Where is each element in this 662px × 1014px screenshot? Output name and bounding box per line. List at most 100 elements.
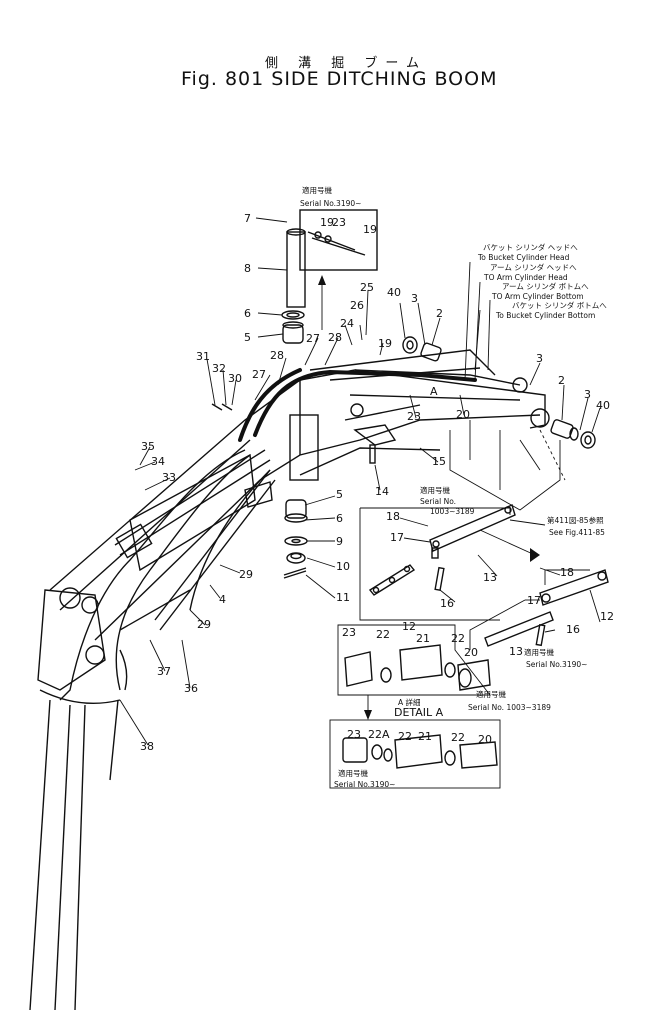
part-label-27: 27 bbox=[252, 368, 266, 381]
part-label-22-detail: 22 bbox=[376, 628, 390, 641]
part-label-22a-bottom: 22A bbox=[368, 728, 390, 741]
part-label-35: 34 bbox=[151, 455, 165, 468]
top-serial-jp: 適用号機 bbox=[302, 185, 332, 195]
bottom-serial-jp: 適用号機 bbox=[338, 768, 368, 778]
mid-serial: Serial No. bbox=[420, 497, 456, 506]
to-bucket-bottom-jp: バケット シリンダ ボトムへ bbox=[512, 300, 607, 310]
part-label-40b: 40 bbox=[596, 399, 610, 412]
part-label-28: 28 bbox=[270, 349, 284, 362]
mid-serial-jp: 適用号機 bbox=[420, 485, 450, 495]
part-label-15: 15 bbox=[432, 455, 446, 468]
annotations: 適用号機 Serial No.3190~ バケット シリンダ ヘッドへ To B… bbox=[300, 185, 607, 789]
part-label-13b: 13 bbox=[509, 645, 523, 658]
part-label-28b: 28 bbox=[328, 331, 342, 344]
part-label-23-inset: 23 bbox=[332, 216, 346, 229]
part-label-7: 7 bbox=[244, 212, 251, 225]
part-label-9: 9 bbox=[336, 535, 343, 548]
detail-serial-jp: 適用号機 bbox=[476, 689, 506, 699]
part-label-5b: 5 bbox=[336, 488, 343, 501]
leader-lines bbox=[119, 217, 601, 746]
boom-drawing bbox=[29, 349, 566, 1011]
detail-bottom-box bbox=[329, 695, 501, 789]
part-label-23-bottom: 23 bbox=[347, 728, 361, 741]
part-label-25: 25 bbox=[360, 281, 374, 294]
part-label-3c: 3 bbox=[584, 388, 591, 401]
to-bucket-bottom: To Bucket Cylinder Bottom bbox=[495, 311, 595, 320]
arm-links-mid bbox=[359, 504, 516, 621]
part-label-38: 37 bbox=[157, 665, 171, 678]
part-label-26: 26 bbox=[350, 299, 364, 312]
part-label-16: 16 bbox=[440, 597, 454, 610]
title-japanese: 側 溝 掘 ブーム bbox=[265, 56, 428, 71]
part-label-10: 10 bbox=[336, 560, 350, 573]
part-label-22-bottom: 22 bbox=[398, 730, 412, 743]
part-label-12b: 12 bbox=[600, 610, 614, 623]
part-label-17: 17 bbox=[390, 531, 404, 544]
part-label-31: 30 bbox=[228, 372, 242, 385]
arm-links-right bbox=[469, 529, 609, 650]
part-label-37: 36 bbox=[184, 682, 198, 695]
detail-a-jp: A 詳細 bbox=[398, 697, 421, 707]
part-label-20-detail: 20 bbox=[464, 646, 478, 659]
right-serial-jp: 適用号機 bbox=[524, 647, 554, 657]
part-label-3b: 3 bbox=[536, 352, 543, 365]
part-label-33: 32 bbox=[212, 362, 226, 375]
part-label-3: 3 bbox=[411, 292, 418, 305]
part-label-22b-detail: 22 bbox=[451, 632, 465, 645]
to-arm-bottom-jp: アーム シリンダ ボトムへ bbox=[502, 281, 589, 291]
part-label-39: 38 bbox=[140, 740, 154, 753]
part-label-24: 24 bbox=[340, 317, 354, 330]
part-label-23-detail: 23 bbox=[342, 626, 356, 639]
right-pins bbox=[402, 336, 596, 449]
section-marker-a: A bbox=[430, 385, 438, 398]
part-labels: 7 8 6 5 31 32 30 27 28 27 28 24 26 25 19… bbox=[140, 212, 614, 753]
part-label-20: 20 bbox=[456, 408, 470, 421]
bottom-serial: Serial No.3190~ bbox=[334, 780, 395, 789]
part-label-14: 14 bbox=[375, 485, 389, 498]
upper-pin-stack bbox=[281, 228, 306, 344]
see-fig-jp: 第411図-85参照 bbox=[547, 515, 604, 525]
part-label-16b: 16 bbox=[566, 623, 580, 636]
part-label-27b: 27 bbox=[306, 332, 320, 345]
part-label-32: 31 bbox=[196, 350, 210, 363]
part-label-29: 29 bbox=[239, 568, 253, 581]
lower-pin-stack bbox=[283, 499, 308, 579]
part-label-23: 23 bbox=[407, 410, 421, 423]
to-bucket-head-jp: バケット シリンダ ヘッドへ bbox=[483, 242, 578, 252]
detail-a-box bbox=[337, 624, 491, 696]
part-label-2b: 2 bbox=[558, 374, 565, 387]
to-arm-bottom: TO Arm Cylinder Bottom bbox=[491, 292, 584, 301]
part-label-18b: 18 bbox=[560, 566, 574, 579]
part-label-4: 4 bbox=[219, 593, 226, 606]
to-arm-head-jp: アーム シリンダ ヘッドへ bbox=[490, 262, 577, 272]
part-label-13: 13 bbox=[483, 571, 497, 584]
part-label-8: 8 bbox=[244, 262, 251, 275]
part-label-21-detail: 21 bbox=[416, 632, 430, 645]
part-label-34: 33 bbox=[162, 471, 176, 484]
part-label-22b-bottom: 22 bbox=[451, 731, 465, 744]
top-serial: Serial No.3190~ bbox=[300, 199, 361, 208]
detail-serial: Serial No. 1003~3189 bbox=[468, 703, 551, 712]
detail-a-label: DETAIL A bbox=[394, 706, 444, 719]
part-label-6b: 6 bbox=[336, 512, 343, 525]
part-label-6: 6 bbox=[244, 307, 251, 320]
part-label-36: 35 bbox=[141, 440, 155, 453]
serial-inset-top bbox=[299, 209, 378, 330]
part-label-19-inset: 19 bbox=[320, 216, 334, 229]
part-label-17b: 17 bbox=[527, 594, 541, 607]
figure-title: Fig. 801 SIDE DITCHING BOOM bbox=[181, 68, 498, 90]
part-label-11: 11 bbox=[336, 591, 350, 604]
part-label-30: 29 bbox=[197, 618, 211, 631]
part-label-12: 12 bbox=[402, 620, 416, 633]
part-label-18: 18 bbox=[386, 510, 400, 523]
part-label-5: 5 bbox=[244, 331, 251, 344]
part-label-40: 40 bbox=[387, 286, 401, 299]
part-label-20-bottom: 20 bbox=[478, 733, 492, 746]
part-label-19: 19 bbox=[378, 337, 392, 350]
part-label-21-bottom: 21 bbox=[418, 730, 432, 743]
to-arm-head: TO Arm Cylinder Head bbox=[483, 273, 568, 282]
to-bucket-head: To Bucket Cylinder Head bbox=[477, 253, 570, 262]
mid-serial-range: 1003~3189 bbox=[430, 507, 475, 516]
part-label-19b-inset: 19 bbox=[363, 223, 377, 236]
